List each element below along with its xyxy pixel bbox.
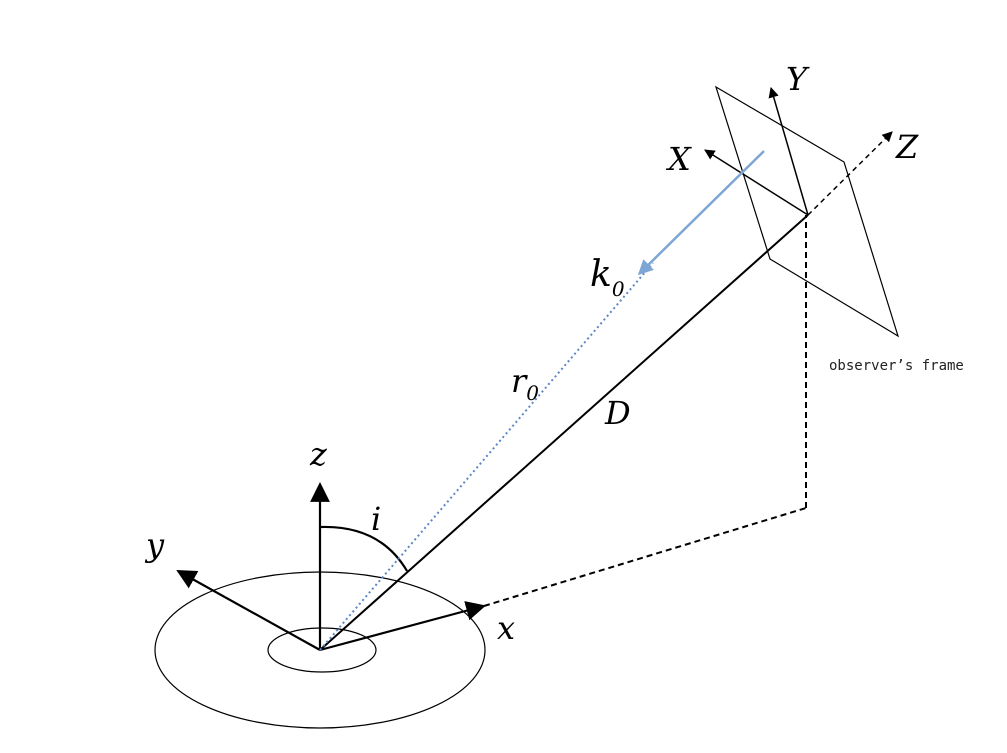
inclination-arc — [319, 525, 408, 572]
Y-axis-label: Y — [786, 60, 810, 98]
x-axis-arrow — [319, 601, 486, 652]
y-axis-label: y — [144, 526, 165, 564]
observer-frame-caption: observer’s frame — [829, 358, 964, 374]
Z-axis-arrow — [807, 131, 893, 216]
dashed-x-extension — [483, 507, 807, 607]
r0-label-sub: 0 — [526, 381, 539, 405]
X-axis-label: X — [665, 140, 692, 178]
k0-label-sub: 0 — [612, 277, 625, 301]
y-axis-arrow — [176, 570, 321, 651]
observer-plane — [714, 85, 900, 338]
r0-label-main: r — [511, 362, 528, 400]
k0-label-main: k — [590, 254, 612, 295]
Z-axis-label: Z — [895, 128, 919, 166]
k0-label: k0 — [590, 254, 625, 301]
r0-dotted-line — [319, 262, 654, 651]
x-axis-label: x — [497, 609, 515, 647]
distance-label: D — [604, 394, 631, 432]
X-axis-arrow — [704, 149, 809, 216]
inclination-label: i — [371, 500, 381, 538]
Y-axis-arrow — [768, 86, 809, 216]
r0-label: r0 — [511, 362, 539, 405]
z-axis-label: z — [309, 435, 328, 473]
k0-arrow — [637, 150, 765, 276]
distance-line — [319, 214, 809, 651]
disk-inner-ellipse — [267, 627, 377, 673]
